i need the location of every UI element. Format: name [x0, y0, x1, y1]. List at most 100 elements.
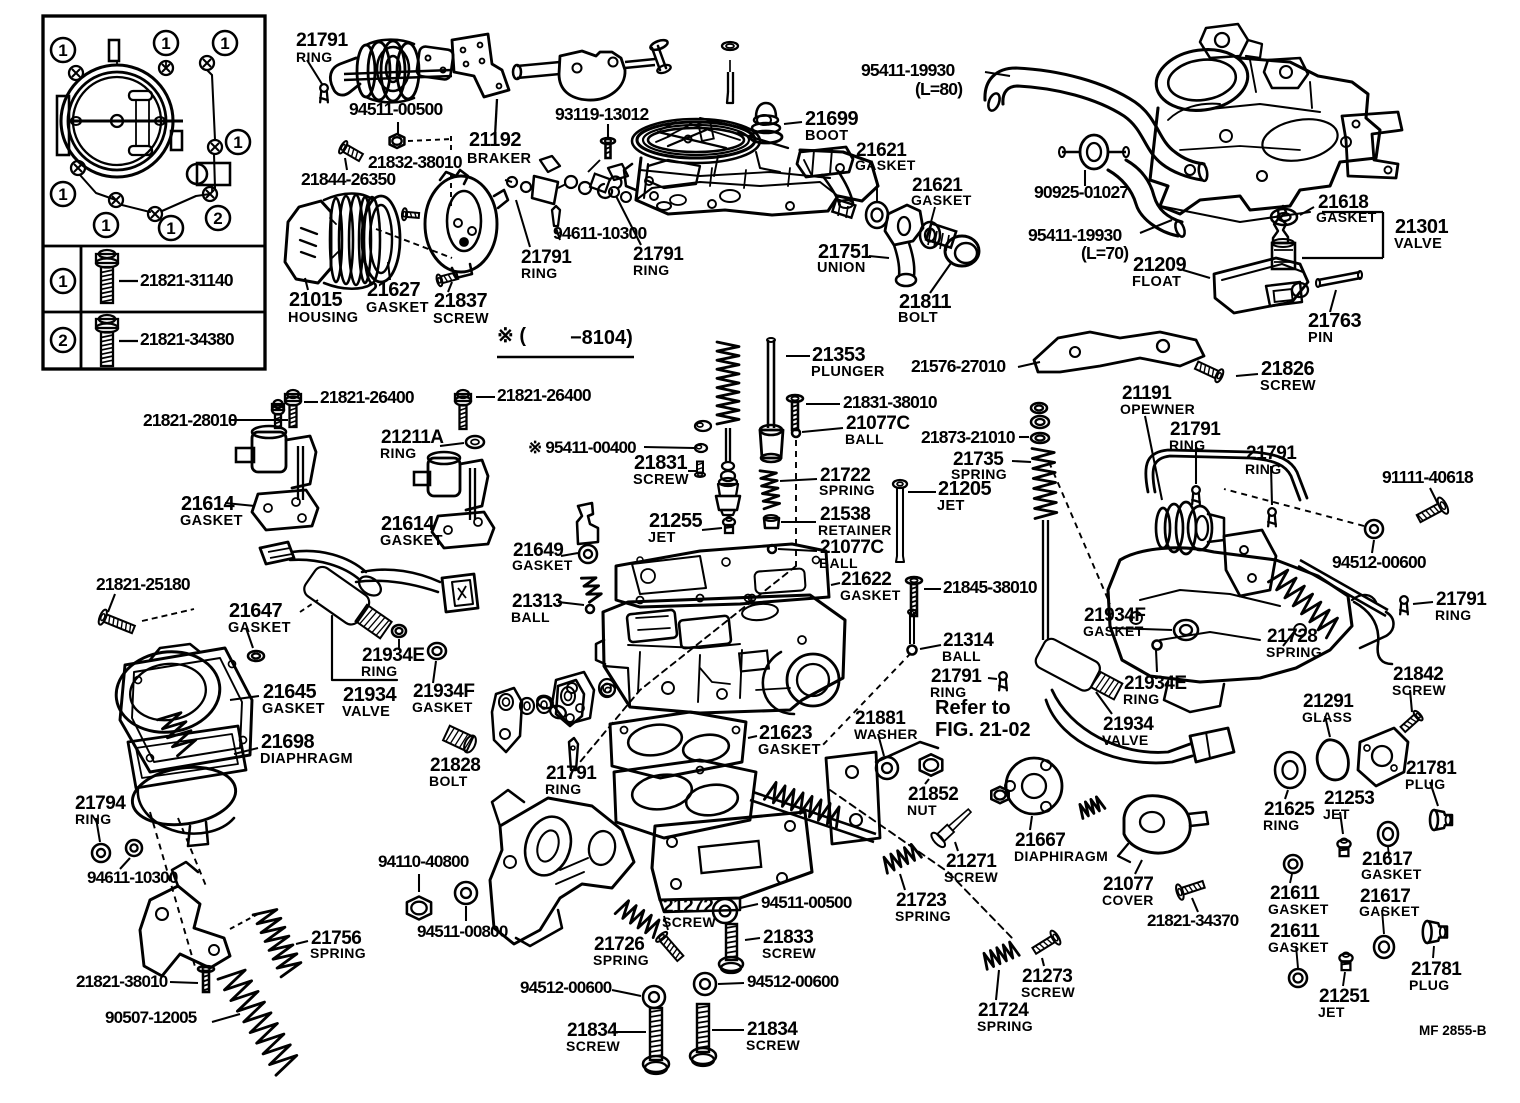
svg-text:21645: 21645	[263, 681, 316, 703]
svg-text:21723: 21723	[896, 890, 946, 911]
svg-text:1: 1	[161, 34, 170, 53]
svg-text:GASKET: GASKET	[412, 699, 473, 715]
svg-text:21191: 21191	[1122, 383, 1172, 404]
svg-text:21852: 21852	[908, 784, 958, 805]
svg-text:※ (: ※ (	[497, 325, 526, 347]
svg-text:21834: 21834	[747, 1019, 798, 1040]
svg-text:21873-21010: 21873-21010	[921, 427, 1015, 447]
svg-text:21763: 21763	[1308, 310, 1361, 332]
svg-text:21791: 21791	[1170, 419, 1221, 440]
svg-text:SPRING: SPRING	[819, 482, 875, 498]
svg-text:1: 1	[220, 34, 229, 53]
svg-text:21077C: 21077C	[820, 537, 884, 558]
svg-text:94512-00600: 94512-00600	[747, 972, 839, 991]
svg-text:21791: 21791	[521, 247, 572, 268]
svg-text:21781: 21781	[1406, 758, 1457, 779]
svg-text:1: 1	[58, 272, 67, 291]
svg-text:21192: 21192	[469, 129, 521, 151]
svg-text:1: 1	[166, 219, 175, 238]
svg-text:BOLT: BOLT	[429, 773, 468, 789]
svg-text:21821-34370: 21821-34370	[1147, 911, 1239, 930]
svg-text:21251: 21251	[1319, 986, 1370, 1007]
svg-text:21811: 21811	[899, 291, 951, 313]
svg-text:21756: 21756	[311, 928, 361, 949]
svg-text:OPEWNER: OPEWNER	[1120, 401, 1195, 417]
svg-text:MF 2855-B: MF 2855-B	[1419, 1023, 1487, 1038]
svg-text:FIG. 21-02: FIG. 21-02	[935, 719, 1031, 741]
svg-text:GLASS: GLASS	[1302, 709, 1352, 725]
svg-text:RING: RING	[1123, 691, 1160, 707]
svg-text:UNION: UNION	[817, 260, 866, 276]
svg-text:VALVE: VALVE	[1102, 732, 1149, 748]
svg-text:1: 1	[101, 216, 110, 235]
svg-text:21617: 21617	[1362, 849, 1412, 870]
svg-text:GASKET: GASKET	[840, 587, 901, 603]
svg-text:(L=70): (L=70)	[1081, 243, 1128, 263]
svg-text:WASHER: WASHER	[854, 726, 918, 742]
svg-text:90925-01027: 90925-01027	[1034, 182, 1128, 202]
svg-text:21211A: 21211A	[381, 427, 444, 448]
svg-text:21791: 21791	[633, 244, 684, 265]
svg-text:GASKET: GASKET	[380, 533, 443, 549]
svg-text:21833: 21833	[763, 927, 813, 948]
svg-text:94511-00500: 94511-00500	[349, 99, 443, 119]
svg-text:RING: RING	[521, 265, 558, 281]
svg-text:21614: 21614	[181, 493, 235, 515]
svg-text:SCREW: SCREW	[1260, 378, 1316, 394]
svg-text:21205: 21205	[938, 478, 991, 500]
svg-text:21934E: 21934E	[362, 645, 425, 666]
svg-text:21625: 21625	[1264, 799, 1315, 820]
svg-text:RING: RING	[380, 445, 417, 461]
svg-text:GASKET: GASKET	[512, 557, 573, 573]
svg-text:21791: 21791	[296, 29, 348, 51]
svg-text:−8104): −8104)	[570, 327, 633, 349]
svg-text:21821-34380: 21821-34380	[140, 329, 234, 349]
svg-text:21649: 21649	[513, 540, 563, 561]
svg-text:21255: 21255	[649, 510, 702, 532]
svg-text:21271: 21271	[946, 851, 997, 872]
svg-text:NUT: NUT	[907, 802, 937, 818]
svg-text:21015: 21015	[289, 289, 342, 311]
svg-text:21934: 21934	[1103, 714, 1154, 735]
svg-text:21791: 21791	[546, 763, 597, 784]
svg-text:21821-31140: 21821-31140	[140, 270, 233, 290]
svg-text:RING: RING	[545, 781, 582, 797]
svg-text:1: 1	[58, 185, 67, 204]
svg-text:DIAPHRAGM: DIAPHRAGM	[260, 751, 353, 767]
svg-text:RING: RING	[296, 49, 333, 65]
svg-text:21828: 21828	[430, 755, 480, 776]
svg-text:21698: 21698	[261, 731, 314, 753]
svg-text:SCREW: SCREW	[433, 311, 489, 327]
svg-text:BOOT: BOOT	[805, 128, 849, 144]
svg-text:SPRING: SPRING	[593, 952, 649, 968]
svg-text:21735: 21735	[953, 449, 1004, 470]
svg-text:BALL: BALL	[845, 431, 884, 447]
svg-text:21831-38010: 21831-38010	[843, 392, 937, 412]
svg-text:21821-26400: 21821-26400	[320, 387, 414, 407]
svg-text:21821-38010: 21821-38010	[76, 972, 168, 991]
svg-text:2: 2	[213, 209, 222, 228]
svg-text:GASKET: GASKET	[1268, 939, 1329, 955]
svg-text:1: 1	[58, 41, 67, 60]
svg-text:21618: 21618	[1318, 192, 1368, 213]
svg-text:21617: 21617	[1360, 886, 1410, 907]
svg-text:Refer to: Refer to	[935, 697, 1011, 719]
svg-text:JET: JET	[937, 498, 965, 514]
svg-text:21647: 21647	[229, 600, 282, 622]
svg-text:21622: 21622	[841, 569, 891, 590]
svg-text:SPRING: SPRING	[310, 945, 366, 961]
svg-text:RING: RING	[1263, 817, 1300, 833]
svg-text:21831: 21831	[634, 452, 687, 474]
svg-text:SCREW: SCREW	[566, 1038, 620, 1054]
svg-text:SCREW: SCREW	[1392, 682, 1446, 698]
svg-text:94512-00600: 94512-00600	[520, 978, 612, 997]
svg-text:BALL: BALL	[942, 648, 981, 664]
svg-text:21353: 21353	[812, 344, 865, 366]
svg-text:SCREW: SCREW	[746, 1037, 800, 1053]
svg-text:93119-13012: 93119-13012	[555, 104, 649, 124]
svg-text:21845-38010: 21845-38010	[943, 577, 1037, 597]
svg-text:21832-38010: 21832-38010	[368, 152, 462, 172]
svg-text:SPRING: SPRING	[895, 908, 951, 924]
svg-text:94611-10300: 94611-10300	[553, 223, 647, 243]
svg-text:RETAINER: RETAINER	[818, 522, 892, 538]
